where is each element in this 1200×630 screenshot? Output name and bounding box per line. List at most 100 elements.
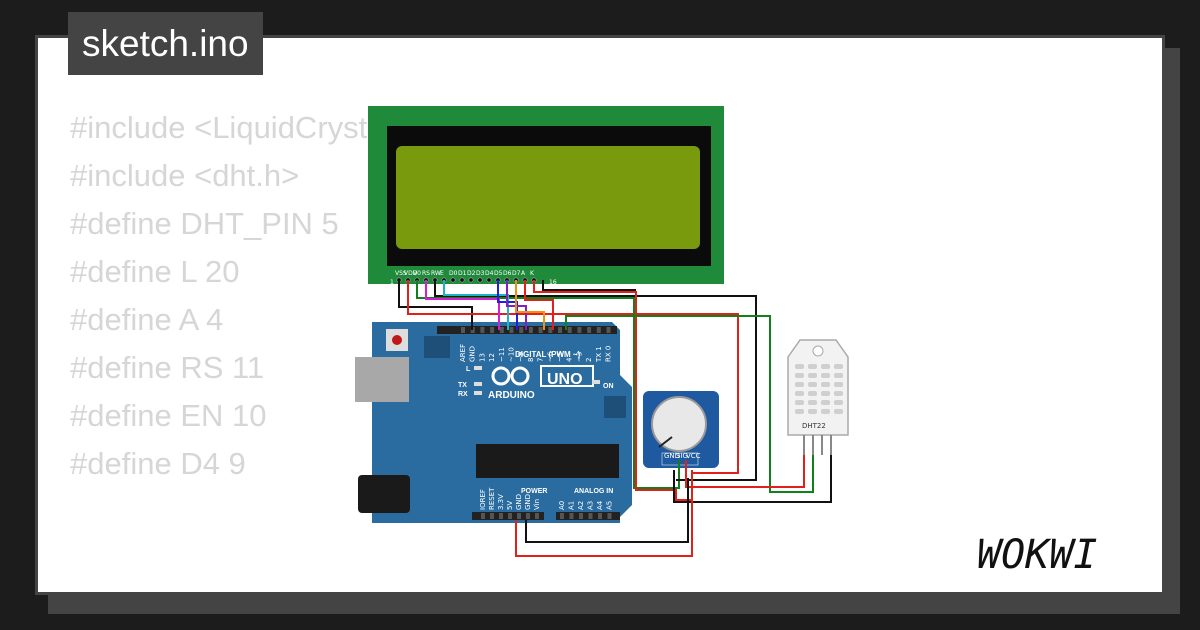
wokwi-logo: WOKWI [977,532,1097,578]
grille-slot [821,400,830,405]
power-pin [499,513,503,519]
grille-slot [808,409,817,414]
grille-slot [821,391,830,396]
grille-slot [834,391,843,396]
wire-lcd-d7-d6 [524,280,554,330]
code-line: #define EN 10 [70,398,267,433]
lcd-pin-label: D5 [494,270,503,277]
wire-dht-vcc [685,455,805,488]
grille-slot [821,373,830,378]
code-line: #include <dht.h> [70,158,300,193]
code-line: #define L 20 [70,254,240,289]
digital-pin [548,327,553,333]
analog-header [556,512,620,520]
lcd-pin-label: D6 [503,270,512,277]
analog-pin-label: A0 [558,501,566,510]
digital-pin-label: RX 0 [605,346,613,362]
power-pin [517,513,521,519]
pot-vcc-label: VCC [686,452,701,460]
grille-slot [834,409,843,414]
analog-pin [569,513,574,519]
code-line: #define RS 11 [70,350,265,385]
digital-pin-label: 2 [585,358,593,362]
wire-dht-gnd [673,455,832,503]
lcd-pin-label: D2 [467,270,476,277]
analog-pin-label: A5 [606,501,614,510]
digital-pin [606,327,611,333]
lcd-pin-label: RS [422,270,430,277]
digital-pin-label: ~3 [575,352,583,362]
arduino-infinity-logo [491,366,530,386]
grille-slot [808,400,817,405]
sensor-label: DHT22 [802,422,826,430]
grille-slot [795,400,804,405]
lcd-pin-label: A [521,270,526,277]
lcd-pin-label: K [530,270,535,277]
rx-led-label: RX [458,391,468,398]
digital-pin [461,327,465,333]
digital-header-label: DIGITAL (PWM ~) [515,350,581,359]
grille-slot [834,373,843,378]
grille-slot [795,364,804,369]
wire-lcd-vss-gnd [398,280,473,330]
reset-button-cap [392,335,402,345]
wire-lcd-a-5v [533,280,692,501]
wires [398,280,832,557]
digital-pin [528,327,533,333]
icsp-header [424,336,450,358]
grille-slot [834,382,843,387]
digital-pin-label: AREF [459,344,467,362]
digital-pin [596,327,601,333]
lcd-pin-label: RW [431,270,441,277]
digital-pin-label: GND [469,346,477,362]
wire-5v-rail [515,470,693,557]
power-header-label: POWER [521,488,547,495]
digital-pin [558,327,562,333]
code-line: #define D4 9 [70,446,246,481]
power-pin [526,513,530,519]
grille-slot [795,391,804,396]
wire-lcd-e-d10 [443,280,509,330]
analog-pin [607,513,612,519]
digital-pin [587,327,592,333]
power-pin [508,513,512,519]
grille-slot [834,400,843,405]
digital-pin-label: 8 [527,358,535,362]
lcd-pin-label: D1 [458,270,467,277]
grille-slot [821,364,830,369]
power-jack [358,475,410,513]
digital-pin [509,327,514,333]
on-led-label: ON [603,383,614,390]
digital-pin-label: 12 [488,353,496,362]
potentiometer-knob[interactable] [651,396,707,452]
atmega-chip [476,444,619,478]
digital-pin-label: 13 [478,353,486,362]
svg-text:WOKWI: WOKWI [977,532,1097,578]
potentiometer[interactable]: GND SIG VCC [643,391,719,468]
wire-lcd-k-gnd [542,280,636,291]
digital-pin-label: 4 [566,357,574,362]
pot-sig-label: SIG [676,452,688,460]
tx-led-label: TX [458,382,467,389]
power-pin [490,513,494,519]
lcd-pin-label: D0 [449,270,458,277]
lcd-pin [468,277,474,283]
lcd-pin-label: D7 [512,270,521,277]
wire-lcd-v0-pot [416,280,680,489]
dht22-sensor[interactable]: DHT22 [787,339,849,455]
digital-pin-label: ~9 [517,352,525,362]
lcd-pin-label: VDD [404,270,418,277]
arduino-brand-label: ARDUINO [488,390,535,401]
grille-slot [808,391,817,396]
arduino-uno-board[interactable]: UNO ARDUINO DIGITAL (PWM ~) POWER ANALOG… [355,322,632,523]
power-pin-label: IOREF [479,489,487,510]
power-pin-label: Vin [533,499,541,510]
lcd-pin [477,277,483,283]
sensor-grille [795,364,843,414]
board-model-label: UNO [547,371,583,388]
file-tab[interactable]: sketch.ino [68,12,263,75]
